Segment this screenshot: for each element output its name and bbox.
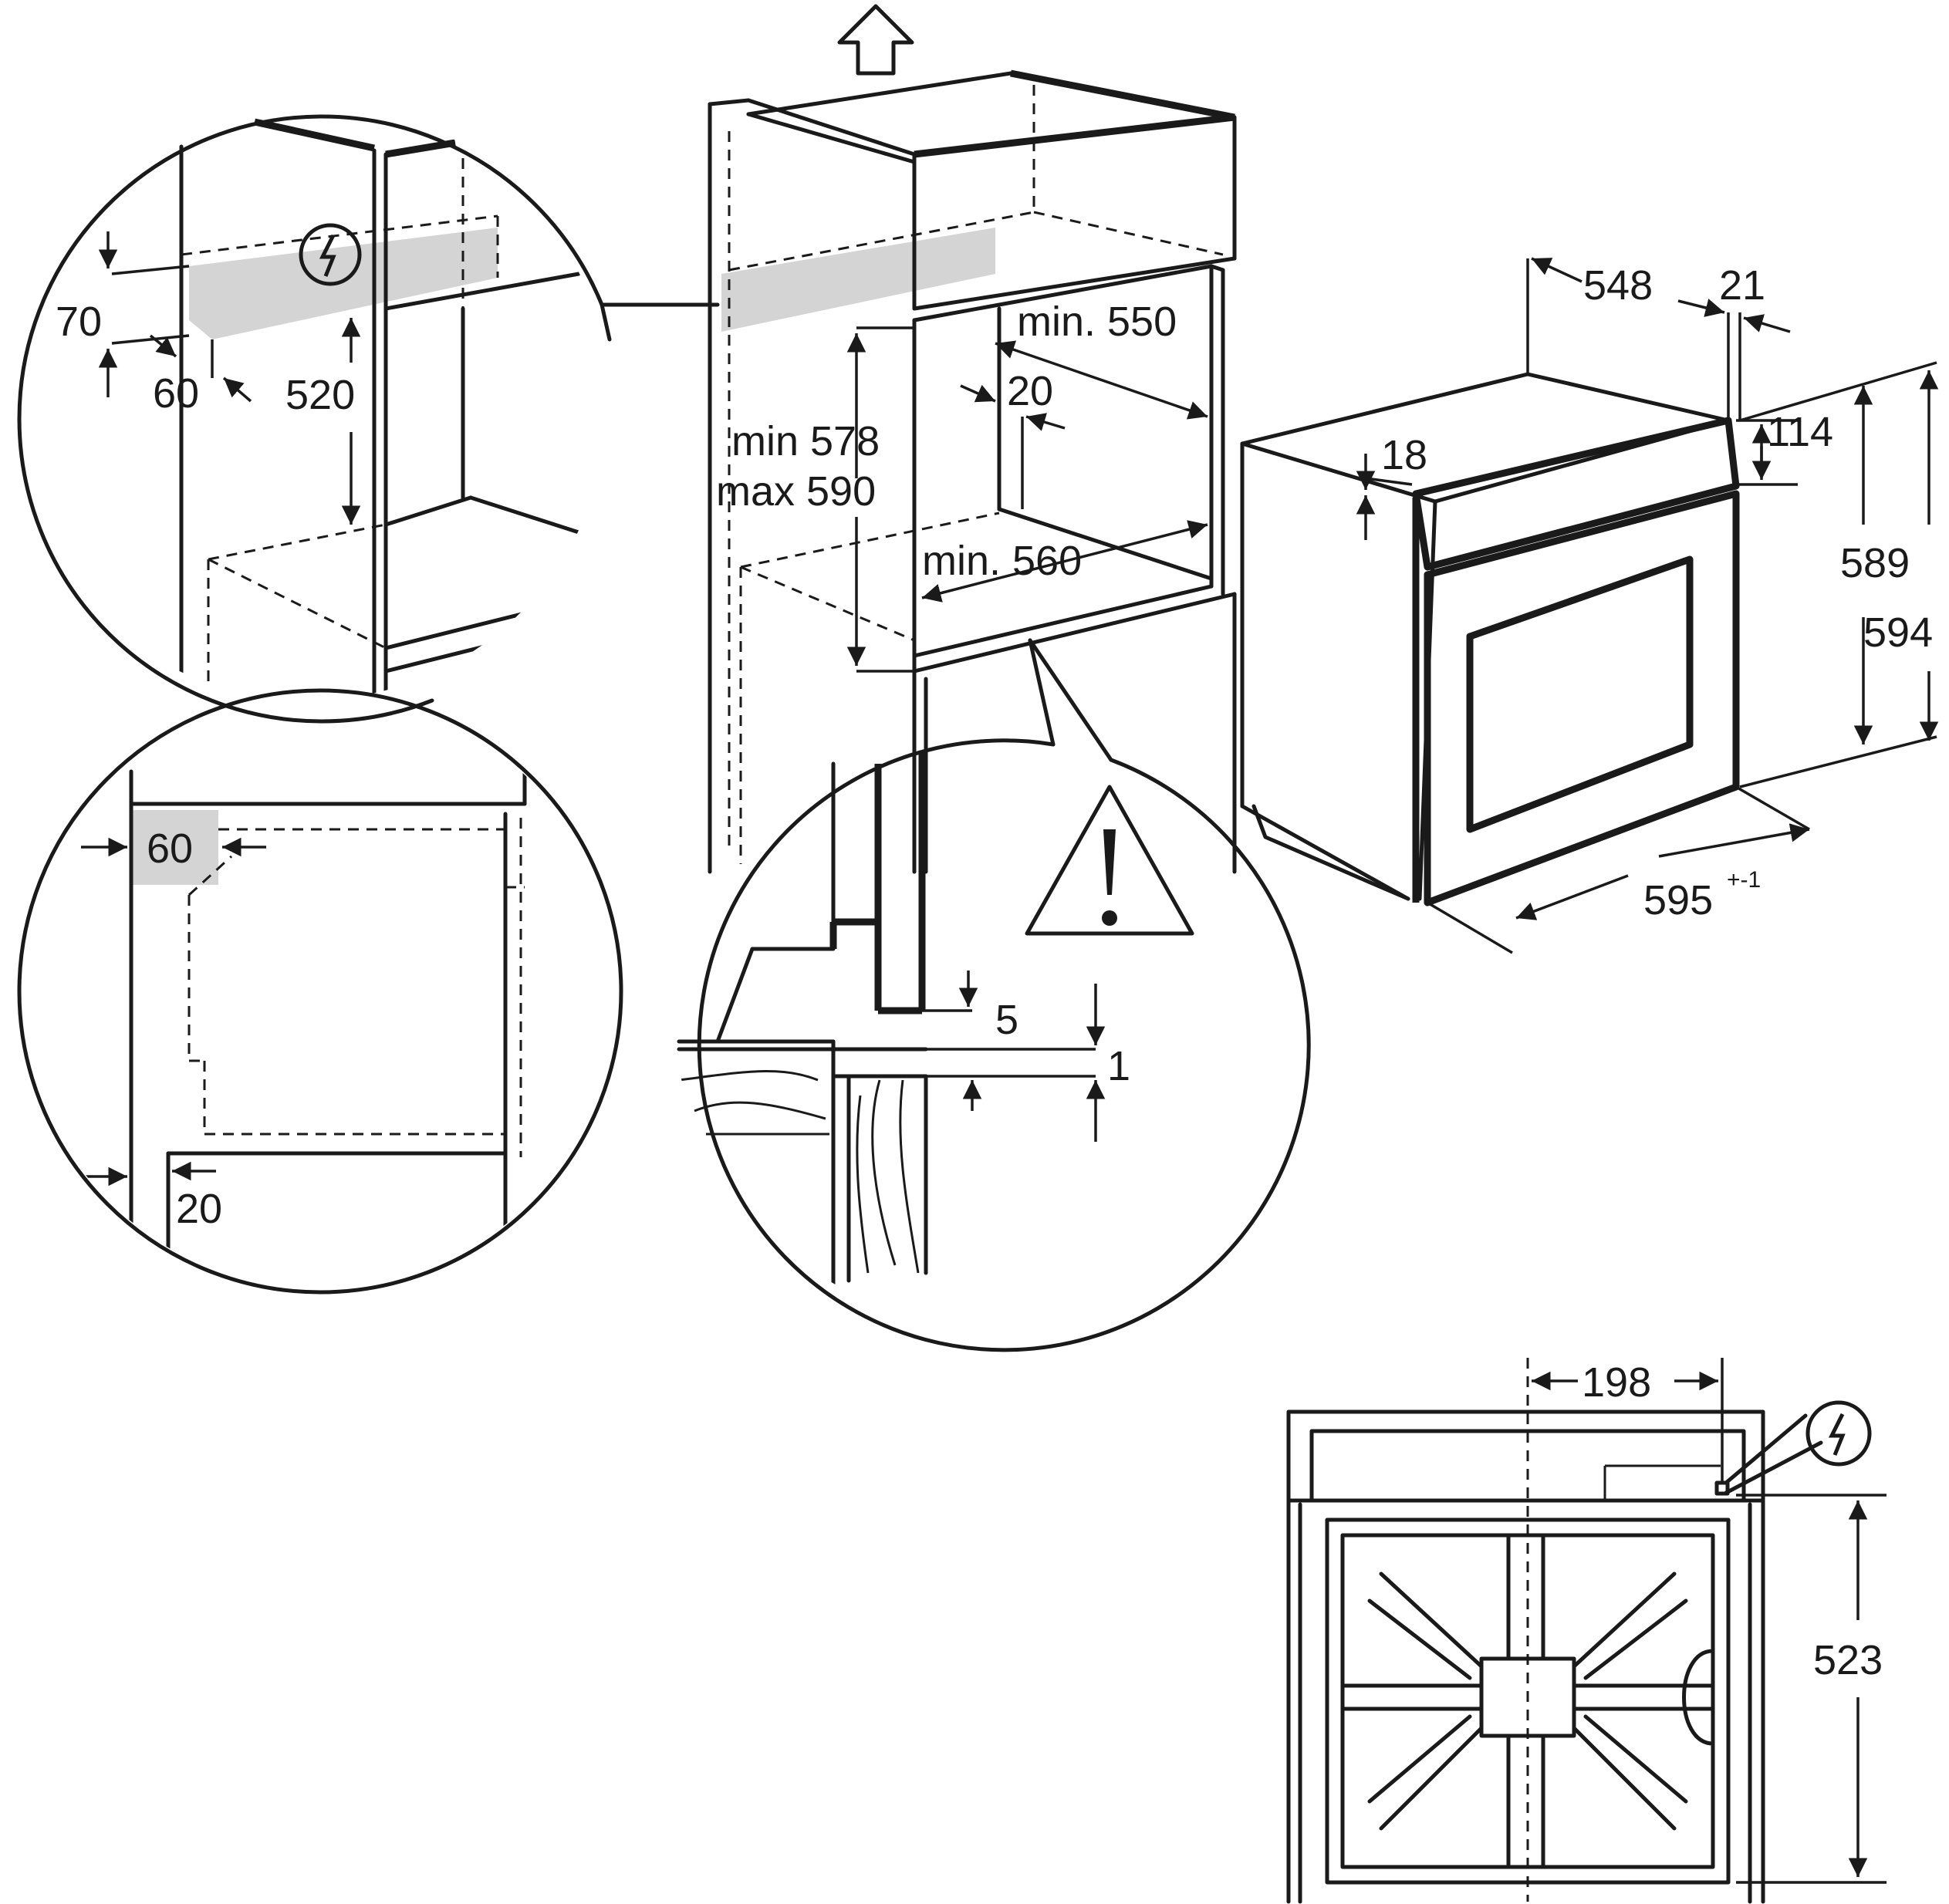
- dim-max-590: max 590: [716, 468, 876, 515]
- dim-114: 114: [1767, 409, 1833, 455]
- dim-594: 594: [1863, 609, 1933, 656]
- dim-523: 523: [1813, 1637, 1883, 1683]
- dim-60-box: 60: [147, 825, 193, 872]
- dim-min-560: min. 560: [922, 538, 1082, 584]
- oven-back-view: 198 523: [1286, 1358, 1887, 1904]
- dim-70: 70: [56, 299, 102, 345]
- up-arrow-icon: [837, 4, 914, 76]
- oven-isometric: 548 21 114 18 589 594 595 +-1: [1240, 257, 1939, 954]
- cabinet-niche: min. 550 20 min 578 max 590 min. 560: [708, 4, 1237, 874]
- dim-548: 548: [1583, 262, 1653, 309]
- detail-circle-center: 5 1: [677, 638, 1311, 1352]
- dim-min-550: min. 550: [1017, 299, 1177, 345]
- dim-1: 1: [1107, 1043, 1130, 1089]
- detail-circle-bottom-left: 60 20: [17, 688, 623, 1295]
- dim-5: 5: [995, 997, 1018, 1043]
- dim-595-tolerance: +-1: [1727, 867, 1761, 893]
- electric-connection-icon: [299, 223, 362, 286]
- dim-60-top: 60: [153, 370, 199, 417]
- electric-zone-highlight-cabinet: [721, 228, 995, 332]
- electric-zone-highlight-side: [131, 810, 218, 885]
- dim-21: 21: [1719, 262, 1765, 309]
- warning-triangle-icon: [1025, 785, 1194, 936]
- dim-18: 18: [1381, 432, 1427, 478]
- dim-589: 589: [1840, 540, 1910, 586]
- electric-connection-icon-back: [1805, 1400, 1872, 1467]
- dim-min-578: min 578: [731, 418, 880, 464]
- dim-520: 520: [285, 372, 355, 418]
- dim-595: 595: [1643, 877, 1713, 923]
- dim-20-mid: 20: [1007, 368, 1053, 414]
- dim-198: 198: [1582, 1359, 1651, 1406]
- detail-circle-top-left: 70 60 520: [17, 114, 720, 724]
- dim-20-left: 20: [176, 1186, 222, 1232]
- electric-zone-highlight-top: [189, 228, 498, 339]
